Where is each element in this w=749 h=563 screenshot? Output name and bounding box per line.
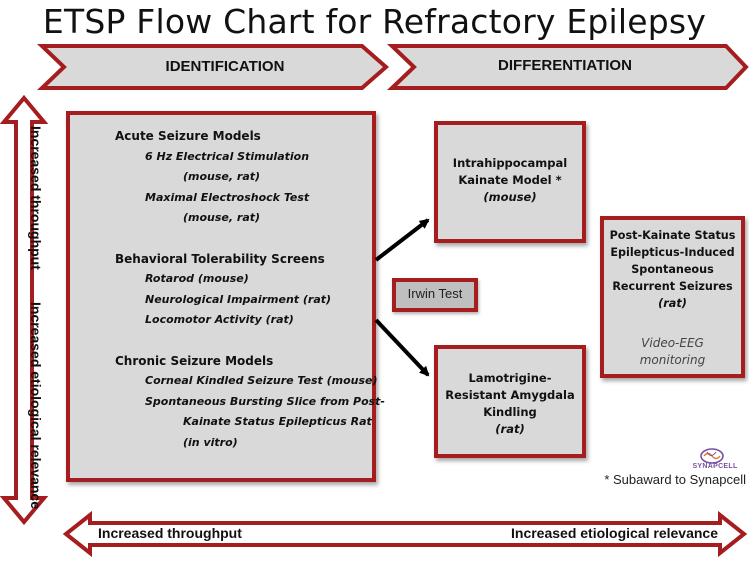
lamotrigine-species: (rat) <box>495 422 525 436</box>
synapcell-logo-text: SYNAPCELL <box>692 463 738 470</box>
intrahippocampal-line: Kainate Model * <box>458 173 562 187</box>
behavioral-heading: Behavioral Tolerability Screens <box>115 251 325 266</box>
behavioral-item: Neurological Impairment (rat) <box>145 292 332 306</box>
lamotrigine-line: Lamotrigine- <box>468 371 552 385</box>
acute-heading: Acute Seizure Models <box>115 129 261 143</box>
identification-box <box>66 111 376 482</box>
stage-label-identification: IDENTIFICATION <box>165 58 285 75</box>
arrow-to-intrahippocampal <box>374 218 430 262</box>
identification-chevron <box>37 44 390 90</box>
lamotrigine-box <box>434 345 586 458</box>
identification-content: Acute Seizure Models 6 Hz Electrical Sti… <box>115 126 385 453</box>
irwin-test-label: Irwin Test <box>407 286 463 301</box>
post-kainate-note-line: monitoring <box>639 353 706 367</box>
arrow-to-lamotrigine <box>374 318 430 377</box>
chronic-item: Kainate Status Epilepticus Rat <box>183 415 372 428</box>
acute-item: (mouse, rat) <box>183 211 261 224</box>
acute-item: 6 Hz Electrical Stimulation <box>145 149 310 163</box>
stage-label-differentiation: DIFFERENTIATION <box>498 57 632 74</box>
post-kainate-line: Recurrent Seizures <box>612 280 733 293</box>
chronic-item: Corneal Kindled Seizure Test (mouse) <box>145 374 378 387</box>
chronic-item: Spontaneous Bursting Slice from Post- <box>145 394 385 408</box>
horizontal-double-arrow <box>62 511 748 557</box>
differentiation-chevron <box>387 44 749 90</box>
lamotrigine-line: Kindling <box>483 405 537 419</box>
lamotrigine-line: Resistant Amygdala <box>445 388 575 402</box>
post-kainate-note-line: Video-EEG <box>641 336 704 350</box>
vertical-double-arrow <box>0 94 48 526</box>
acute-item: (mouse, rat) <box>183 170 261 183</box>
post-kainate-box <box>600 216 745 378</box>
horizontal-axis-left-label: Increased throughput <box>98 525 242 541</box>
post-kainate-species: (rat) <box>658 297 687 310</box>
chronic-item: (in vitro) <box>183 435 238 449</box>
horizontal-axis-right-label: Increased etiological relevance <box>511 525 718 541</box>
behavioral-item: Rotarod (mouse) <box>145 272 249 285</box>
post-kainate-line: Spontaneous <box>631 263 714 276</box>
intrahippocampal-text: Intrahippocampal Kainate Model * (mouse) <box>438 155 582 206</box>
chronic-heading: Chronic Seizure Models <box>115 353 274 368</box>
irwin-test-box <box>392 278 478 312</box>
post-kainate-text: Post-Kainate Status Epilepticus-Induced … <box>603 227 742 312</box>
page-title: ETSP Flow Chart for Refractory Epilepsy <box>42 2 707 41</box>
intrahippocampal-line: Intrahippocampal <box>452 156 568 170</box>
acute-item: Maximal Electroshock Test <box>145 190 310 204</box>
lamotrigine-text: Lamotrigine- Resistant Amygdala Kindling… <box>438 370 582 438</box>
footnote: * Subaward to Synapcell <box>604 472 746 487</box>
behavioral-item: Locomotor Activity (rat) <box>145 313 294 326</box>
post-kainate-line: Epilepticus-Induced <box>610 246 735 259</box>
post-kainate-note: Video-EEG monitoring <box>603 335 742 369</box>
intrahippocampal-species: (mouse) <box>483 190 537 204</box>
intrahippocampal-box <box>434 121 586 243</box>
post-kainate-line: Post-Kainate Status <box>609 229 736 242</box>
synapcell-brain-logo <box>700 448 724 464</box>
